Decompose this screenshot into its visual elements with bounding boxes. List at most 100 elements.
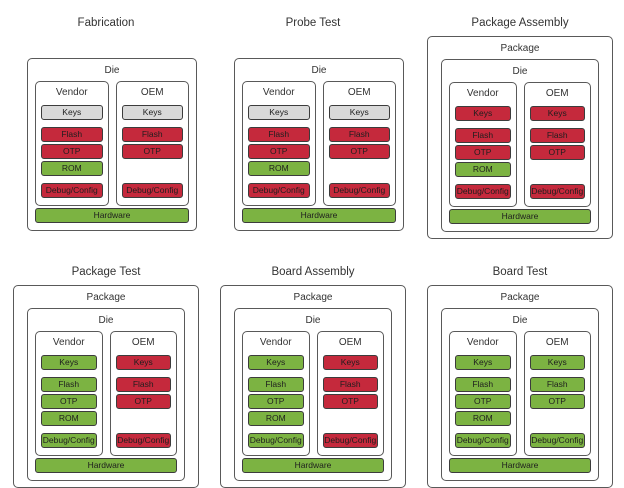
box-otp: OTP — [41, 144, 103, 159]
box-keys: Keys — [455, 106, 511, 121]
box-keys: Keys — [248, 105, 310, 120]
box-rom: ROM — [248, 161, 310, 176]
box-keys: Keys — [115, 355, 171, 370]
box-keys: Keys — [328, 105, 390, 120]
box-otp: OTP — [322, 394, 378, 409]
column-label: OEM — [347, 87, 371, 98]
box-flash: Flash — [455, 377, 511, 392]
box-rom: ROM — [41, 161, 103, 176]
keys-group: Keys — [115, 355, 171, 370]
box-debug-config: Debug/Config — [455, 184, 511, 199]
column-label: OEM — [545, 88, 569, 99]
box-flash: Flash — [121, 127, 183, 142]
debug-group: Debug/Config — [41, 433, 97, 448]
keys-group: Keys — [328, 105, 390, 120]
box-rom: ROM — [455, 411, 511, 426]
panel-title: Fabrication — [77, 17, 135, 29]
box-otp: OTP — [121, 144, 183, 159]
box-otp: OTP — [248, 144, 310, 159]
box-otp: OTP — [248, 394, 304, 409]
debug-group: Debug/Config — [529, 184, 585, 199]
keys-group: Keys — [322, 355, 378, 370]
box-otp: OTP — [41, 394, 97, 409]
box-keys: Keys — [41, 105, 103, 120]
box-debug-config: Debug/Config — [529, 184, 585, 199]
box-rom: ROM — [41, 411, 97, 426]
box-keys: Keys — [529, 106, 585, 121]
box-keys: Keys — [248, 355, 304, 370]
die-label: Die — [512, 66, 528, 77]
box-flash: Flash — [248, 377, 304, 392]
panel-title: Probe Test — [285, 17, 341, 29]
box-keys: Keys — [529, 355, 585, 370]
keys-group: Keys — [248, 355, 304, 370]
die-label: Die — [512, 315, 528, 326]
box-keys: Keys — [322, 355, 378, 370]
box-otp: OTP — [328, 144, 390, 159]
package-label: Package — [500, 43, 540, 54]
debug-group: Debug/Config — [248, 433, 304, 448]
box-keys: Keys — [41, 355, 97, 370]
column-label: Vendor — [55, 87, 88, 98]
column-label: OEM — [140, 87, 164, 98]
box-debug-config: Debug/Config — [455, 433, 511, 448]
box-otp: OTP — [529, 145, 585, 160]
box-debug-config: Debug/Config — [328, 183, 390, 198]
panel-title: Package Assembly — [471, 17, 569, 29]
hardware-bar: Hardware — [449, 458, 591, 473]
box-flash: Flash — [248, 127, 310, 142]
column-label: Vendor — [466, 88, 499, 99]
box-keys: Keys — [455, 355, 511, 370]
box-flash: Flash — [322, 377, 378, 392]
package-label: Package — [293, 292, 333, 303]
package-label: Package — [86, 292, 126, 303]
column-label: Vendor — [262, 87, 295, 98]
die-label: Die — [305, 315, 321, 326]
box-flash: Flash — [41, 127, 103, 142]
debug-group: Debug/Config — [455, 184, 511, 199]
box-rom: ROM — [455, 162, 511, 177]
box-otp: OTP — [115, 394, 171, 409]
box-debug-config: Debug/Config — [529, 433, 585, 448]
debug-group: Debug/Config — [115, 433, 171, 448]
column-label: OEM — [338, 337, 362, 348]
hardware-bar: Hardware — [35, 458, 177, 473]
keys-group: Keys — [248, 105, 310, 120]
keys-group: Keys — [529, 106, 585, 121]
hardware-bar: Hardware — [242, 458, 384, 473]
debug-group: Debug/Config — [529, 433, 585, 448]
column-label: Vendor — [259, 337, 292, 348]
debug-group: Debug/Config — [121, 183, 183, 198]
box-flash: Flash — [455, 128, 511, 143]
box-debug-config: Debug/Config — [41, 433, 97, 448]
keys-group: Keys — [121, 105, 183, 120]
box-debug-config: Debug/Config — [248, 183, 310, 198]
box-flash: Flash — [529, 377, 585, 392]
